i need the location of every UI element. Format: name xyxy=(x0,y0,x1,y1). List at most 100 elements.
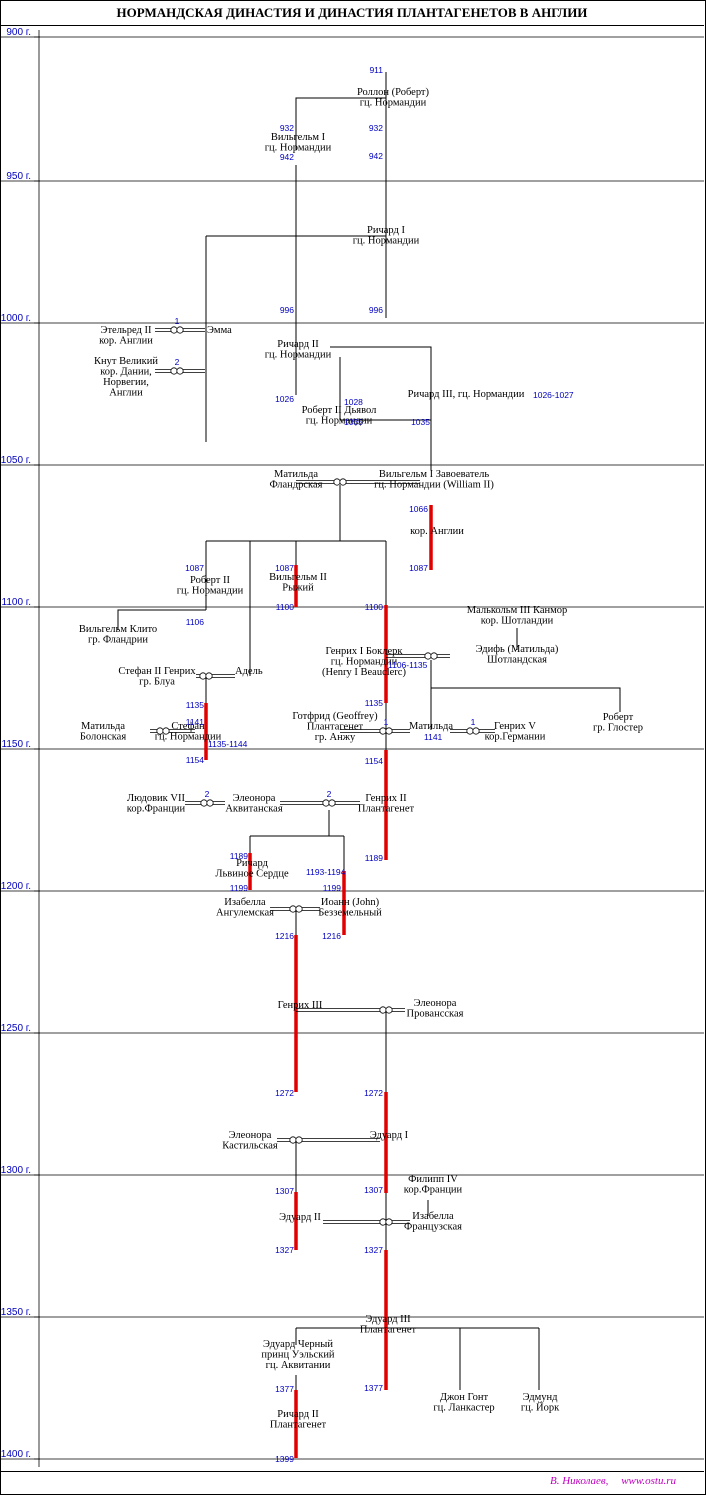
marriage-ring-icon xyxy=(385,1006,393,1014)
reign-date: 1066 xyxy=(409,504,428,514)
person-isabella_ang: Ангулемская xyxy=(216,908,274,919)
marriage-ring-icon xyxy=(339,478,347,486)
reign-date: 1135 xyxy=(186,700,205,710)
person-robert_gl: Роберт xyxy=(603,712,634,723)
person-geoffrey: Готфрид (Geoffrey) xyxy=(292,711,378,722)
reign-date: 1026 xyxy=(275,394,294,404)
footer-bar: В. Николаев, www.ostu.ru xyxy=(0,1471,704,1494)
person-richard3: Ричард III, гц. Нормандии xyxy=(408,389,525,400)
person-gaunt: гц. Ланкастер xyxy=(433,1403,494,1414)
person-henry2: Плантагенет xyxy=(358,804,415,815)
person-rufus: Рыжий xyxy=(282,583,314,594)
reign-date: 932 xyxy=(369,123,383,133)
marriage-ring-icon xyxy=(289,905,297,913)
reign-date: 1327 xyxy=(275,1245,294,1255)
person-conqueror: Вильгельм I Завоеватель xyxy=(379,469,489,480)
person-king_eng: кор. Англии xyxy=(410,526,464,537)
person-eleanor_ca: Элеонора xyxy=(229,1130,272,1141)
reign-date: 1035 xyxy=(344,417,363,427)
person-robert_ii: Роберт II xyxy=(190,575,231,586)
person-stephen2: Стефан II Генрих xyxy=(118,666,196,677)
marriage-ring-icon xyxy=(472,727,480,735)
marriage-ring-icon xyxy=(424,652,432,660)
marriage-number: 2 xyxy=(175,357,180,367)
person-edward3: Эдуард III xyxy=(365,1314,411,1325)
person-edward2: Эдуард II xyxy=(279,1212,321,1223)
person-louis7: Людовик VII xyxy=(127,793,185,804)
reign-date: 1154 xyxy=(186,755,205,765)
person-robert2: гц. Нормандии xyxy=(306,416,373,427)
reign-date: 1026-1027 xyxy=(533,390,574,400)
marriage-ring-icon xyxy=(379,1218,387,1226)
person-richard_lh: Львиное Сердце xyxy=(215,869,289,880)
marriage-ring-icon xyxy=(200,799,208,807)
reign-date: 1141 xyxy=(424,732,443,742)
marriage-ring-icon xyxy=(322,799,330,807)
person-philip4: кор.Франции xyxy=(404,1185,463,1196)
person-henry1: Генрих I Боклерк xyxy=(325,646,403,657)
marriage-ring-icon xyxy=(385,1218,393,1226)
credits: В. Николаев, www.ostu.ru xyxy=(540,1475,676,1487)
person-richard2_pl: Плантагенет xyxy=(270,1420,327,1431)
person-knut: Кнут Великий xyxy=(94,356,158,367)
person-eleanor_ca: Кастильская xyxy=(222,1141,278,1152)
year-label: 1350 г. xyxy=(1,1307,31,1318)
reign-date: 996 xyxy=(369,305,383,315)
person-henry3: Генрих III xyxy=(278,1000,323,1011)
marriage-ring-icon xyxy=(199,672,207,680)
marriage-ring-icon xyxy=(176,326,184,334)
site-link[interactable]: www.ostu.ru xyxy=(621,1475,676,1487)
reign-date: 1106-1135 xyxy=(388,660,428,670)
marriage-ring-icon xyxy=(170,367,178,375)
person-geoffrey: Плантагенет xyxy=(307,722,364,733)
person-henry2: Генрих II xyxy=(365,793,407,804)
person-edmund: гц. Йорк xyxy=(521,1402,560,1414)
person-matilda_fl: Фландрская xyxy=(270,480,323,491)
person-geoffrey: гр. Анжу xyxy=(315,732,356,743)
reign-date: 1199 xyxy=(323,883,342,893)
person-eleanor_aq: Элеонора xyxy=(233,793,276,804)
branch-line xyxy=(431,687,621,712)
person-richard2_pl: Ричард II xyxy=(277,1409,319,1420)
person-rollo: Роллон (Роберт) xyxy=(357,87,430,98)
marriage-ring-icon xyxy=(466,727,474,735)
year-label: 1250 г. xyxy=(1,1023,31,1034)
marriage-ring-icon xyxy=(333,478,341,486)
year-label: 950 г. xyxy=(6,171,31,182)
marriage-ring-icon xyxy=(379,1006,387,1014)
person-louis7: кор.Франции xyxy=(127,804,186,815)
marriage-number: 2 xyxy=(205,789,210,799)
reign-date: 1399 xyxy=(275,1454,294,1464)
reign-date: 1106 xyxy=(186,617,205,627)
person-knut: кор. Дании, xyxy=(100,367,152,378)
reign-date: 1307 xyxy=(275,1186,294,1196)
marriage-ring-icon xyxy=(430,652,438,660)
reign-date: 1307 xyxy=(364,1185,383,1195)
person-black_prince: принц Уэльский xyxy=(261,1350,335,1361)
marriage-ring-icon xyxy=(295,1136,303,1144)
reign-date: 1189 xyxy=(230,851,249,861)
year-label: 900 г. xyxy=(6,27,31,38)
reign-date: 1028 xyxy=(344,397,363,407)
person-emma: Эмма xyxy=(207,325,232,336)
person-rollo: гц. Нормандии xyxy=(360,98,427,109)
year-label: 1000 г. xyxy=(1,313,31,324)
marriage-ring-icon xyxy=(206,799,214,807)
person-knut: Норвегии, xyxy=(103,377,149,388)
marriage-number: 1 xyxy=(384,717,389,727)
person-eleanor_aq: Аквитанская xyxy=(225,804,283,815)
year-label: 1400 г. xyxy=(1,1449,31,1460)
reign-date: 1327 xyxy=(364,1245,383,1255)
person-edith: Эдифь (Матильда) xyxy=(476,644,559,655)
person-john: Безземельный xyxy=(318,908,382,919)
branch-line xyxy=(117,609,206,630)
reign-date: 932 xyxy=(280,123,294,133)
person-john: Иоанн (John) xyxy=(321,897,380,908)
person-robert2: Роберт II Дьявол xyxy=(302,405,377,416)
reign-date: 942 xyxy=(369,151,383,161)
branch-line xyxy=(295,97,386,150)
page-title: НОРМАНДСКАЯ ДИНАСТИЯ И ДИНАСТИЯ ПЛАНТАГЕ… xyxy=(0,0,704,26)
person-isabella_fr: Французская xyxy=(404,1222,462,1233)
year-label: 1050 г. xyxy=(1,455,31,466)
